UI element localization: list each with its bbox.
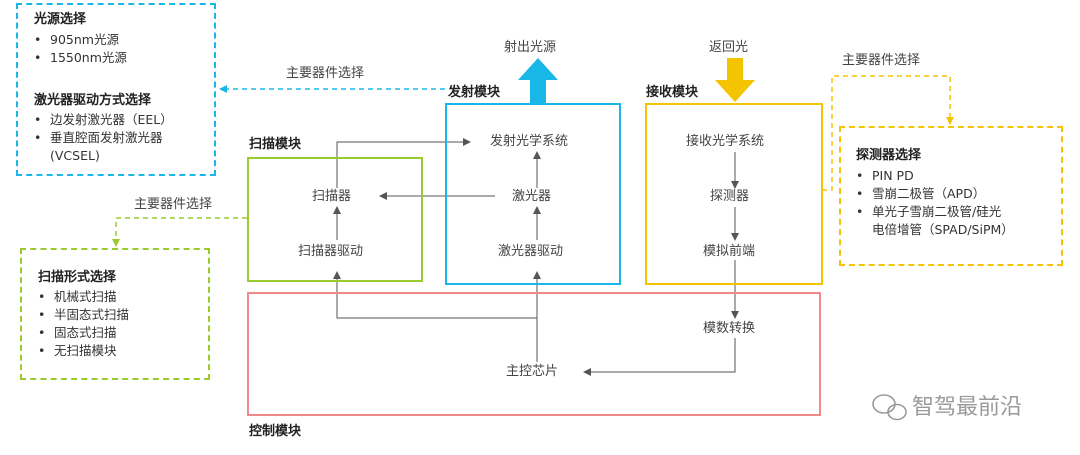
- scanner: 扫描器: [312, 189, 352, 204]
- analog-frontend: 模拟前端: [703, 244, 756, 259]
- light-source-selection-box: [16, 3, 216, 176]
- list-item: •PIN PD: [856, 168, 914, 183]
- return-light-label: 返回光: [709, 40, 749, 55]
- laser-driver-list: •边发射激光器（EEL） •垂直腔面发射激光器 (VCSEL): [34, 111, 173, 165]
- list-item: •固态式扫描: [38, 325, 117, 340]
- emit-optics: 发射光学系统: [490, 134, 569, 149]
- light-source-list: •905nm光源 •1550nm光源: [34, 31, 127, 67]
- laser-driver-title: 激光器驱动方式选择: [34, 93, 152, 108]
- list-item: •雪崩二极管（APD）: [856, 186, 986, 201]
- light-source-title: 光源选择: [34, 12, 87, 27]
- scan-selection-list: •机械式扫描 •半固态式扫描 •固态式扫描 •无扫描模块: [38, 288, 129, 360]
- detector-selection-list: •PIN PD •雪崩二极管（APD） •单光子雪崩二极管/硅光 电倍增管（SP…: [856, 167, 1014, 239]
- list-item: •边发射激光器（EEL）: [34, 112, 173, 127]
- receive-optics: 接收光学系统: [686, 134, 765, 149]
- return-light-arrow-down: [715, 58, 755, 102]
- emit-light-label: 射出光源: [504, 40, 557, 55]
- list-item: •半固态式扫描: [38, 307, 130, 322]
- list-item: •单光子雪崩二极管/硅光: [856, 204, 1002, 219]
- list-item: •905nm光源: [34, 32, 119, 47]
- list-item: •机械式扫描: [38, 289, 117, 304]
- main-selection-label-right: 主要器件选择: [842, 53, 921, 68]
- scan-selection-title: 扫描形式选择: [38, 270, 117, 285]
- receive-module-box: [645, 103, 823, 285]
- list-item: •1550nm光源: [34, 50, 127, 65]
- arrow-scanner-to-emit-optics: [336, 138, 471, 188]
- main-chip: 主控芯片: [506, 364, 559, 379]
- detector: 探测器: [710, 189, 750, 204]
- main-selection-label-left: 主要器件选择: [134, 197, 213, 212]
- emit-module-box: [445, 103, 621, 285]
- dashed-arrow-scan-selection: [112, 217, 247, 247]
- control-module-box: [247, 292, 821, 416]
- scanner-driver: 扫描器驱动: [298, 244, 364, 259]
- scan-selection-box: [20, 248, 210, 380]
- control-module-title: 控制模块: [249, 424, 302, 439]
- watermark-text: 智驾最前沿: [912, 395, 1023, 420]
- emit-arrow-up: [518, 58, 558, 104]
- arrow-chip-to-scan-driver: [333, 271, 538, 362]
- detector-selection-box: [839, 126, 1063, 266]
- list-item: •垂直腔面发射激光器: [34, 130, 163, 145]
- detector-selection-title: 探测器选择: [856, 148, 922, 163]
- list-item: •无扫描模块: [38, 343, 117, 358]
- emit-module-title: 发射模块: [448, 85, 501, 100]
- receive-module-title: 接收模块: [646, 85, 699, 100]
- adc: 模数转换: [703, 321, 756, 336]
- wechat-icon: [872, 394, 907, 421]
- list-item: (VCSEL): [50, 148, 100, 163]
- laser-driver: 激光器驱动: [498, 244, 564, 259]
- laser: 激光器: [512, 189, 552, 204]
- main-selection-label-top: 主要器件选择: [286, 66, 365, 81]
- scan-module-title: 扫描模块: [249, 137, 302, 152]
- scan-module-box: [247, 157, 423, 282]
- arrow-adc-to-chip: [583, 338, 736, 376]
- list-item: 电倍增管（SPAD/SiPM）: [872, 222, 1014, 237]
